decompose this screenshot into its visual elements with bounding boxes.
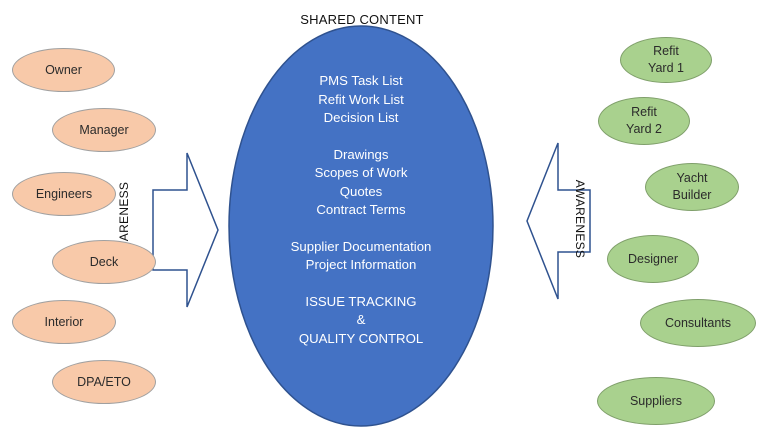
stakeholder-dpa-eto: DPA/ETO (52, 360, 156, 404)
left-awareness-arrow (152, 152, 219, 308)
center-item: Decision List (323, 110, 399, 125)
stakeholder-manager: Manager (52, 108, 156, 152)
stakeholder-refit-yard-2: Refit Yard 2 (598, 97, 690, 145)
oval-line: Yard 2 (626, 122, 662, 136)
oval-line: Builder (672, 188, 712, 202)
center-item: Project Information (305, 257, 417, 272)
center-group-documents: Drawings Scopes of Work Quotes Contract … (250, 146, 472, 220)
awareness-label-right: AWARENESS (573, 179, 587, 259)
oval-line: Refit (653, 44, 679, 58)
center-item: ISSUE TRACKING (305, 293, 417, 309)
right-awareness-arrow (526, 142, 591, 300)
stakeholder-refit-yard-1: Refit Yard 1 (620, 37, 712, 83)
center-item: Drawings (333, 146, 389, 162)
center-group-information: Supplier Documentation Project Informati… (250, 238, 472, 275)
oval-line: Yacht (676, 171, 708, 185)
stakeholder-deck: Deck (52, 240, 156, 284)
stakeholder-yacht-builder: Yacht Builder (645, 163, 739, 211)
center-item: PMS Task List (319, 73, 403, 88)
shared-content-list: PMS Task List Refit Work List Decision L… (250, 72, 472, 366)
stakeholder-consultants: Consultants (640, 299, 756, 347)
center-item: Quotes (339, 183, 383, 199)
stakeholder-suppliers: Suppliers (597, 377, 715, 425)
shared-content-ellipse (228, 25, 494, 427)
center-group-registers: PMS Task List Refit Work List Decision L… (250, 72, 472, 128)
center-item: Contract Terms (316, 202, 406, 217)
center-item: Refit Work List (318, 91, 404, 107)
stakeholder-engineers: Engineers (12, 172, 116, 216)
stakeholder-designer: Designer (607, 235, 699, 283)
stakeholder-interior: Interior (12, 300, 116, 344)
oval-line: Refit (631, 105, 657, 119)
oval-line: Yard 1 (648, 61, 684, 75)
center-item: QUALITY CONTROL (298, 330, 424, 346)
center-group-tracking: ISSUE TRACKING & QUALITY CONTROL (250, 293, 472, 349)
center-item: Supplier Documentation (290, 238, 432, 254)
center-item: Scopes of Work (314, 165, 408, 180)
center-item: & (356, 312, 366, 327)
diagram-title: SHARED CONTENT (300, 12, 424, 27)
stakeholder-owner: Owner (12, 48, 115, 92)
